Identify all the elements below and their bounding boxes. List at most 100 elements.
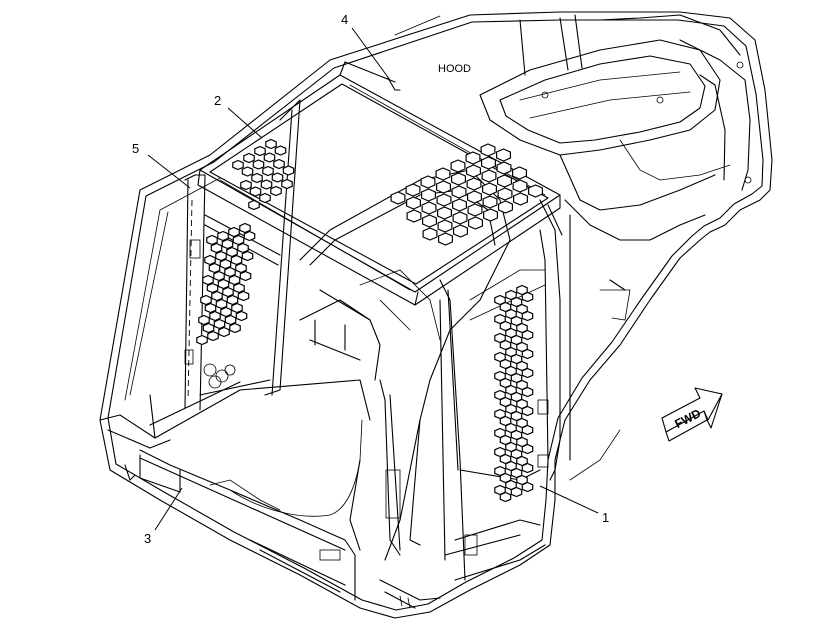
- floor-cutouts: [203, 363, 236, 389]
- grille-cell: [421, 188, 436, 202]
- grille-cell: [202, 274, 214, 286]
- grille-cell: [237, 242, 249, 254]
- grille-cell: [241, 250, 254, 262]
- grille-cell: [206, 234, 218, 246]
- grille-cell: [521, 481, 534, 493]
- grille-cell: [511, 166, 528, 180]
- grille-cell: [521, 367, 534, 379]
- grille-cell: [466, 164, 481, 178]
- grille-cell: [438, 232, 453, 246]
- grille-cell: [237, 290, 250, 302]
- roof-frame: [479, 14, 752, 211]
- grille-cell: [213, 270, 225, 282]
- callout-3: 3: [144, 487, 183, 546]
- roof-grille: [390, 143, 544, 246]
- right-front-pillar: [439, 199, 571, 581]
- grille-cell: [281, 178, 293, 190]
- grille-cell: [228, 274, 241, 286]
- grille-cell: [436, 180, 451, 194]
- grille-cell: [270, 185, 282, 197]
- grille-cell: [435, 167, 451, 181]
- grille-cell: [521, 310, 534, 322]
- grille-cell: [232, 234, 245, 246]
- grille-cell: [405, 183, 421, 197]
- left-side-grille: [196, 222, 256, 346]
- grille-cell: [512, 192, 529, 206]
- callout-1-label: 1: [602, 510, 609, 525]
- grille-cell: [233, 282, 245, 294]
- grille-cell: [231, 302, 243, 314]
- grille-cell: [482, 195, 498, 209]
- grille-cell: [249, 186, 262, 197]
- grille-cell: [481, 169, 497, 183]
- grille-cell: [497, 174, 512, 188]
- grille-cell: [262, 165, 274, 177]
- grille-cell: [452, 211, 468, 225]
- cab-outer-shell: [99, 11, 773, 619]
- grille-cell: [204, 302, 217, 314]
- grille-cell: [221, 238, 234, 250]
- hood-label: HOOD: [438, 63, 471, 75]
- grille-cell: [209, 310, 221, 322]
- grille-cell: [248, 199, 260, 211]
- grille-cell: [224, 266, 236, 278]
- grille-cell: [220, 306, 232, 318]
- grille-cell: [390, 191, 406, 205]
- grille-cell: [200, 294, 212, 306]
- grille-cell: [208, 262, 221, 274]
- grille-cell: [254, 145, 266, 157]
- grille-cell: [260, 179, 273, 190]
- grille-cell: [210, 242, 223, 254]
- left-side-frame: [184, 99, 301, 411]
- center-console: [299, 169, 511, 561]
- hood-wire: [394, 15, 441, 36]
- floor-frame: [99, 379, 371, 601]
- grille-cell: [512, 179, 528, 193]
- grille-cell: [222, 286, 234, 298]
- grille-cell: [217, 230, 229, 242]
- grille-cell: [498, 200, 514, 214]
- grille-cell: [204, 254, 216, 266]
- grille-cell: [217, 278, 230, 290]
- grille-cell: [213, 318, 226, 330]
- right-side-body: [379, 199, 706, 609]
- grille-cell: [226, 246, 238, 258]
- grille-cell: [452, 198, 467, 212]
- grille-cell: [218, 326, 230, 338]
- grille-cell: [521, 291, 534, 303]
- grille-cell: [527, 184, 544, 198]
- grille-cell: [468, 216, 483, 230]
- grille-cell: [422, 214, 437, 228]
- grille-cell: [466, 177, 482, 191]
- grille-group: [196, 138, 544, 503]
- grille-cell: [265, 138, 277, 150]
- grille-cell: [215, 250, 227, 262]
- grille-cell: [521, 329, 534, 341]
- grille-cell: [211, 290, 223, 302]
- grille-cell: [453, 224, 468, 238]
- grille-cell: [422, 227, 438, 241]
- grille-cell: [230, 254, 243, 266]
- callout-2-label: 2: [214, 93, 221, 108]
- fwd-arrow-icon: FWD: [661, 387, 723, 442]
- grille-cell: [229, 322, 241, 334]
- upper-left-grille: [232, 138, 295, 211]
- grille-cell: [202, 322, 215, 334]
- grille-cell: [282, 165, 295, 176]
- grille-cell: [243, 152, 255, 164]
- grille-cell: [406, 209, 422, 223]
- callout-2: 2: [214, 93, 263, 139]
- grille-cell: [436, 193, 452, 207]
- grille-cell: [206, 282, 219, 294]
- grille-cell: [467, 203, 483, 217]
- grille-cell: [198, 314, 210, 326]
- grille-cell: [239, 270, 252, 282]
- callout-3-label: 3: [144, 531, 151, 546]
- grille-cell: [521, 405, 534, 417]
- grille-cell: [224, 314, 237, 326]
- callout-1: 1: [539, 485, 609, 525]
- callout-4: 4: [341, 12, 391, 81]
- grille-cell: [252, 159, 265, 170]
